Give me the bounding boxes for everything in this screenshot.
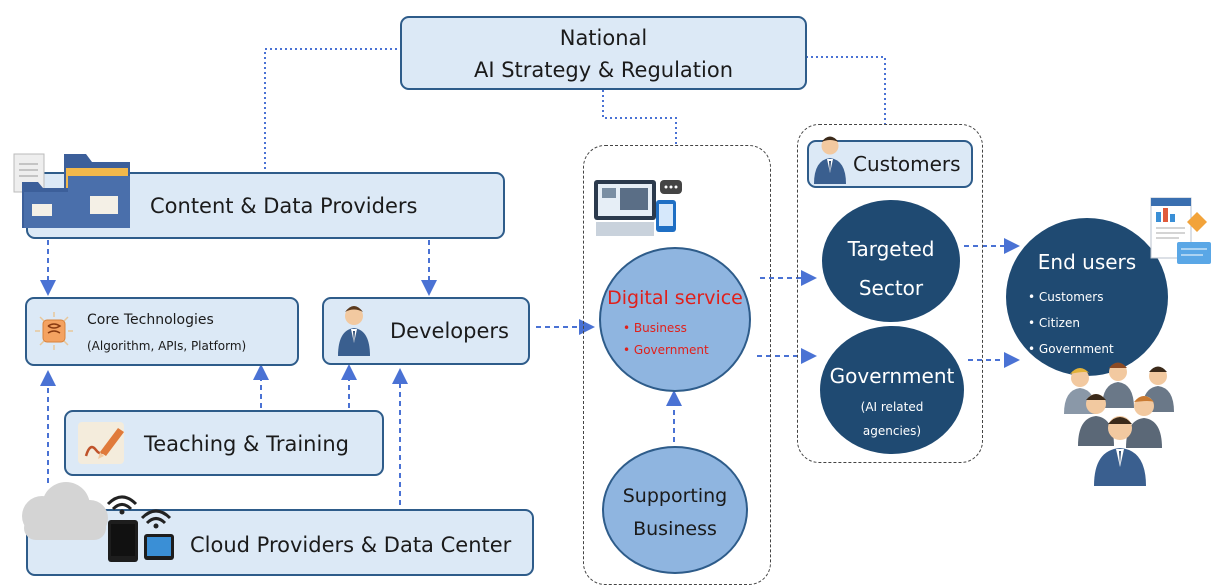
- end-users-list: Customers Citizen Government: [1028, 284, 1114, 362]
- customer-person-icon: [814, 136, 846, 184]
- end-users-node: End users Customers Citizen Government: [1006, 218, 1168, 376]
- targeted-line2: Sector: [858, 276, 924, 300]
- developer-person-icon: [338, 306, 370, 356]
- digital-service-item: Business: [623, 317, 709, 339]
- supporting-business-node: Supporting Business: [602, 446, 748, 574]
- targeted-sector-node: Targeted Sector: [822, 200, 960, 322]
- flow-arrows: [40, 238, 1020, 505]
- brain-chip-icon: [35, 312, 73, 350]
- end-users-item: Citizen: [1028, 310, 1114, 336]
- government-line1: Government: [829, 364, 955, 388]
- national-label: National: [559, 26, 648, 50]
- core-tech-title: Core Technologies: [87, 312, 214, 328]
- content-providers-label: Content & Data Providers: [150, 194, 418, 218]
- pencil-icon: [78, 422, 124, 464]
- report-document-icon: [1150, 197, 1211, 264]
- digital-service-title: Digital service: [607, 287, 743, 309]
- people-group-icon: [1064, 362, 1174, 486]
- folders-icon: [13, 153, 130, 228]
- computer-terminal-icon: [594, 180, 682, 236]
- cloud-label: Cloud Providers & Data Center: [190, 533, 512, 557]
- developers-label: Developers: [390, 319, 509, 343]
- end-users-title: End users: [1037, 250, 1137, 274]
- digital-service-item: Government: [623, 339, 709, 361]
- end-users-item: Government: [1028, 336, 1114, 362]
- wifi-devices-icon: [106, 495, 174, 562]
- targeted-line1: Targeted: [847, 237, 935, 261]
- government-line2: (AI related: [860, 400, 924, 414]
- cloud-icon: [22, 482, 108, 540]
- supporting-line1: Supporting: [622, 485, 728, 507]
- core-tech-subtitle: (Algorithm, APIs, Platform): [87, 339, 247, 353]
- end-users-item: Customers: [1028, 284, 1114, 310]
- ai-strategy-label: AI Strategy & Regulation: [473, 58, 734, 82]
- digital-service-list: Business Government: [623, 317, 709, 361]
- government-line3: agencies): [862, 424, 922, 438]
- customers-label: Customers: [853, 152, 961, 176]
- cloud-providers-box: Cloud Providers & Data Center: [26, 509, 534, 576]
- government-node: Government (AI related agencies): [820, 326, 964, 454]
- regulation-connectors: [264, 48, 886, 172]
- customers-group: [797, 124, 983, 463]
- teaching-label: Teaching & Training: [144, 432, 349, 456]
- digital-service-node: Digital service Business Government: [599, 247, 751, 392]
- national-ai-strategy-box: National AI Strategy & Regulation: [400, 16, 807, 90]
- supporting-line2: Business: [633, 518, 717, 540]
